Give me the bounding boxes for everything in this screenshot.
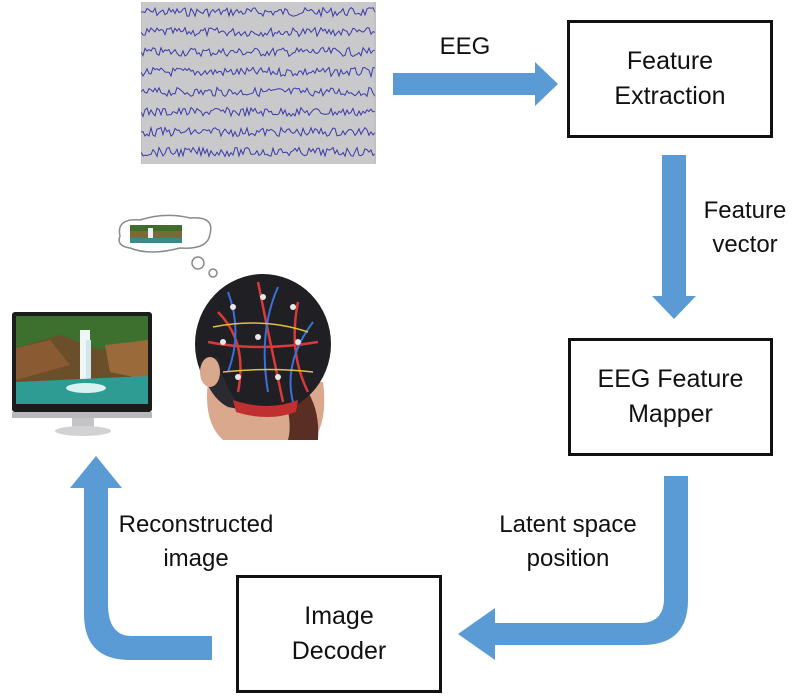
eeg-trace (141, 46, 376, 58)
monitor-waterfall-image (12, 312, 152, 436)
feature-vector-line2: vector (712, 231, 778, 258)
eeg-feature-mapper-line1: EEG Feature (597, 365, 744, 393)
reconstructed-line2: image (163, 545, 229, 572)
feature-extraction-line1: Feature (626, 47, 714, 75)
feature-extraction-line2: Extraction (614, 82, 726, 110)
eeg-feature-mapper-box: EEG Feature Mapper (568, 338, 773, 456)
feature-vector-label: Feature vector (690, 194, 800, 262)
arrow-decoder-to-monitor (70, 456, 212, 660)
eeg-trace (141, 125, 376, 138)
latent-space-line2: position (526, 545, 610, 572)
latent-space-line1: Latent space (499, 511, 637, 538)
image-decoder-line1: Image (304, 602, 374, 630)
image-decoder-box: Image Decoder (236, 575, 442, 693)
eeg-trace (141, 26, 376, 38)
eeg-waveform-image (141, 2, 376, 164)
eeg-trace (141, 66, 376, 79)
eeg-cap-head-image (195, 274, 331, 440)
eeg-label: EEG (439, 33, 491, 60)
feature-vector-line1: Feature (703, 197, 787, 224)
arrow-eeg-to-extraction (393, 62, 558, 106)
eeg-trace (141, 106, 376, 118)
arrow-extraction-to-mapper (652, 155, 696, 319)
reconstructed-image-label: Reconstructed image (98, 508, 294, 576)
feature-extraction-box: Feature Extraction (567, 20, 773, 138)
eeg-trace (141, 86, 376, 98)
eeg-feature-mapper-line2: Mapper (628, 400, 713, 428)
image-decoder-line2: Decoder (291, 637, 387, 665)
eeg-trace (141, 6, 376, 18)
arrow-mapper-to-decoder (458, 476, 688, 660)
thought-bubble-waterfall (118, 214, 218, 278)
eeg-trace (141, 145, 376, 158)
reconstructed-line1: Reconstructed (118, 511, 274, 538)
latent-space-label: Latent space position (478, 508, 658, 576)
